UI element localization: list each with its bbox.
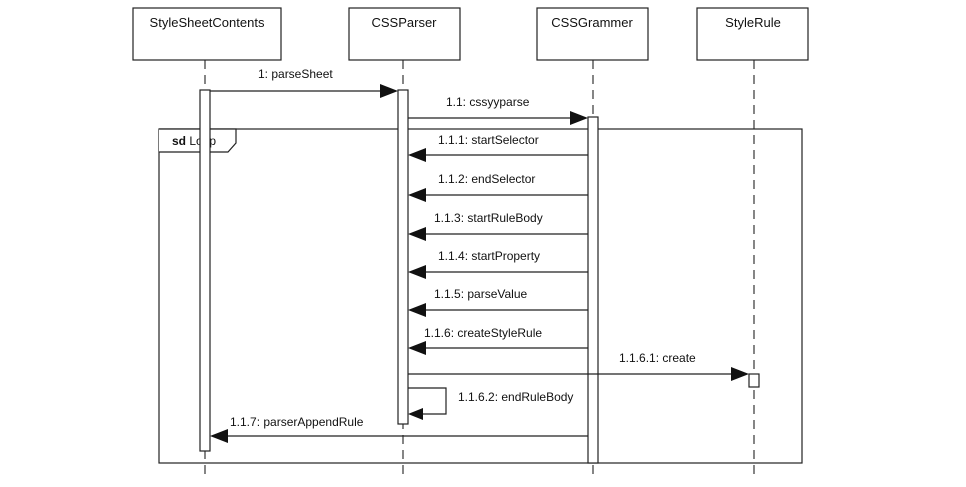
message-parsevalue (408, 303, 588, 317)
message-create (408, 367, 749, 381)
participant-label-cssparser: CSSParser (371, 15, 437, 30)
message-createstylerule (408, 341, 588, 355)
activation-stylerule (748, 373, 760, 388)
participant-label-stylerule: StyleRule (725, 15, 781, 30)
label-startselector: 1.1.1: startSelector (438, 133, 539, 147)
label-endselector: 1.1.2: endSelector (438, 172, 535, 186)
message-endrulebody (408, 387, 447, 420)
label-cssyyparse: 1.1: cssyyparse (446, 95, 530, 109)
participant-cssgrammer: CSSGrammer (536, 7, 649, 61)
label-startproperty: 1.1.4: startProperty (438, 249, 540, 263)
label-parsesheet: 1: parseSheet (258, 67, 333, 81)
participant-label-cssgrammer: CSSGrammer (551, 15, 633, 30)
label-endrulebody: 1.1.6.2: endRuleBody (458, 390, 573, 404)
label-startrulebody: 1.1.3: startRuleBody (434, 211, 543, 225)
label-createstylerule: 1.1.6: createStyleRule (424, 326, 542, 340)
participant-stylesheetcontents: StyleSheetContents (132, 7, 282, 61)
message-cssyyparse (408, 111, 588, 125)
label-parserappendrule: 1.1.7: parserAppendRule (230, 415, 364, 429)
message-endselector (408, 188, 588, 202)
activation-cssparser (397, 89, 409, 425)
label-create: 1.1.6.1: create (619, 351, 696, 365)
message-startselector (408, 148, 588, 162)
message-parsesheet (210, 84, 398, 98)
participant-label-stylesheetcontents: StyleSheetContents (150, 15, 265, 30)
message-parserappendrule (210, 429, 588, 443)
activation-stylesheetcontents (199, 89, 211, 452)
participant-stylerule: StyleRule (696, 7, 809, 61)
label-parsevalue: 1.1.5: parseValue (434, 287, 528, 301)
participant-cssparser: CSSParser (348, 7, 461, 61)
message-startproperty (408, 265, 588, 279)
message-startrulebody (408, 227, 588, 241)
activation-cssgrammer (587, 116, 599, 464)
